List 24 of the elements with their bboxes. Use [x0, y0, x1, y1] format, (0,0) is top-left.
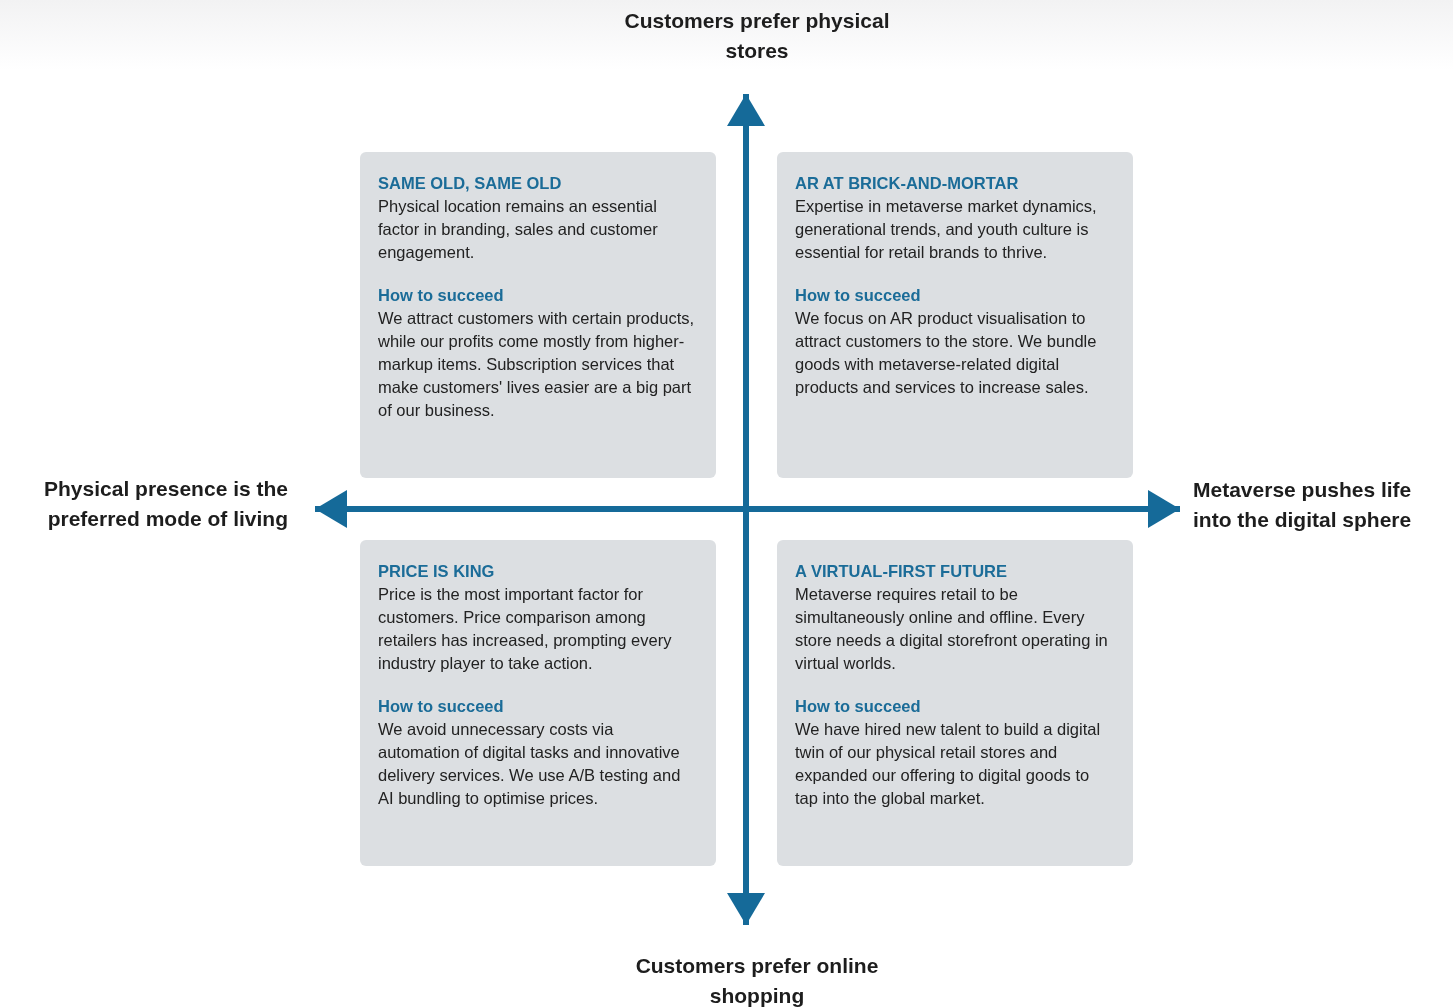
description-text: Expertise in metaverse market dynamics, generational trends, and youth culture is essential for retail brands to thrive. — [795, 196, 1098, 263]
strategy-text: We avoid unnecessary costs via automation of digital tasks and innovative delivery services. We use A/B testing and AI bundling to optimise prices. — [378, 719, 682, 809]
subheading: How to succeed — [378, 696, 505, 717]
description-text: Metaverse requires retail to be simultaneously online and offline. Every store needs a digital storefront operating in virtual worlds. — [795, 584, 1109, 674]
strategy-text: We have hired new talent to build a digital twin of our physical retail stores and expanded our offering to digital goods to tap into the global market. — [795, 719, 1102, 809]
quadrant-heading: PRICE IS KING — [378, 561, 496, 582]
axis-label: Metaverse pushes life into the digital sphere — [1193, 477, 1413, 533]
subheading: How to succeed — [378, 285, 505, 306]
description-text: Price is the most important factor for customers. Price comparison among retailers has increased, prompting every industry player to take action. — [378, 584, 673, 674]
description-text: Physical location remains an essential factor in branding, sales and customer engagement. — [378, 196, 659, 263]
strategy-text: We focus on AR product visualisation to attract customers to the store. We bundle goods with metaverse-related digital products and services to increase sales. — [795, 308, 1098, 398]
strategy-text: We attract customers with certain products, while our profits come mostly from higher-markup items. Subscription services that make customers' lives easier are a big part of our business. — [378, 308, 696, 421]
quadrant-card — [360, 152, 716, 478]
subheading: How to succeed — [795, 696, 922, 717]
axis-label: Customers prefer online shopping — [634, 953, 880, 1008]
quadrant-heading: AR AT BRICK-AND-MORTAR — [795, 173, 1020, 194]
quadrant-heading: SAME OLD, SAME OLD — [378, 173, 563, 194]
quadrant-card — [360, 540, 716, 866]
quadrant-card — [777, 152, 1133, 478]
axis-label: Customers prefer physical stores — [623, 8, 891, 64]
quadrant-card — [777, 540, 1133, 866]
axis-label: Physical presence is the preferred mode of living — [43, 476, 288, 532]
quadrant-heading: A VIRTUAL-FIRST FUTURE — [795, 561, 1009, 582]
subheading: How to succeed — [795, 285, 922, 306]
